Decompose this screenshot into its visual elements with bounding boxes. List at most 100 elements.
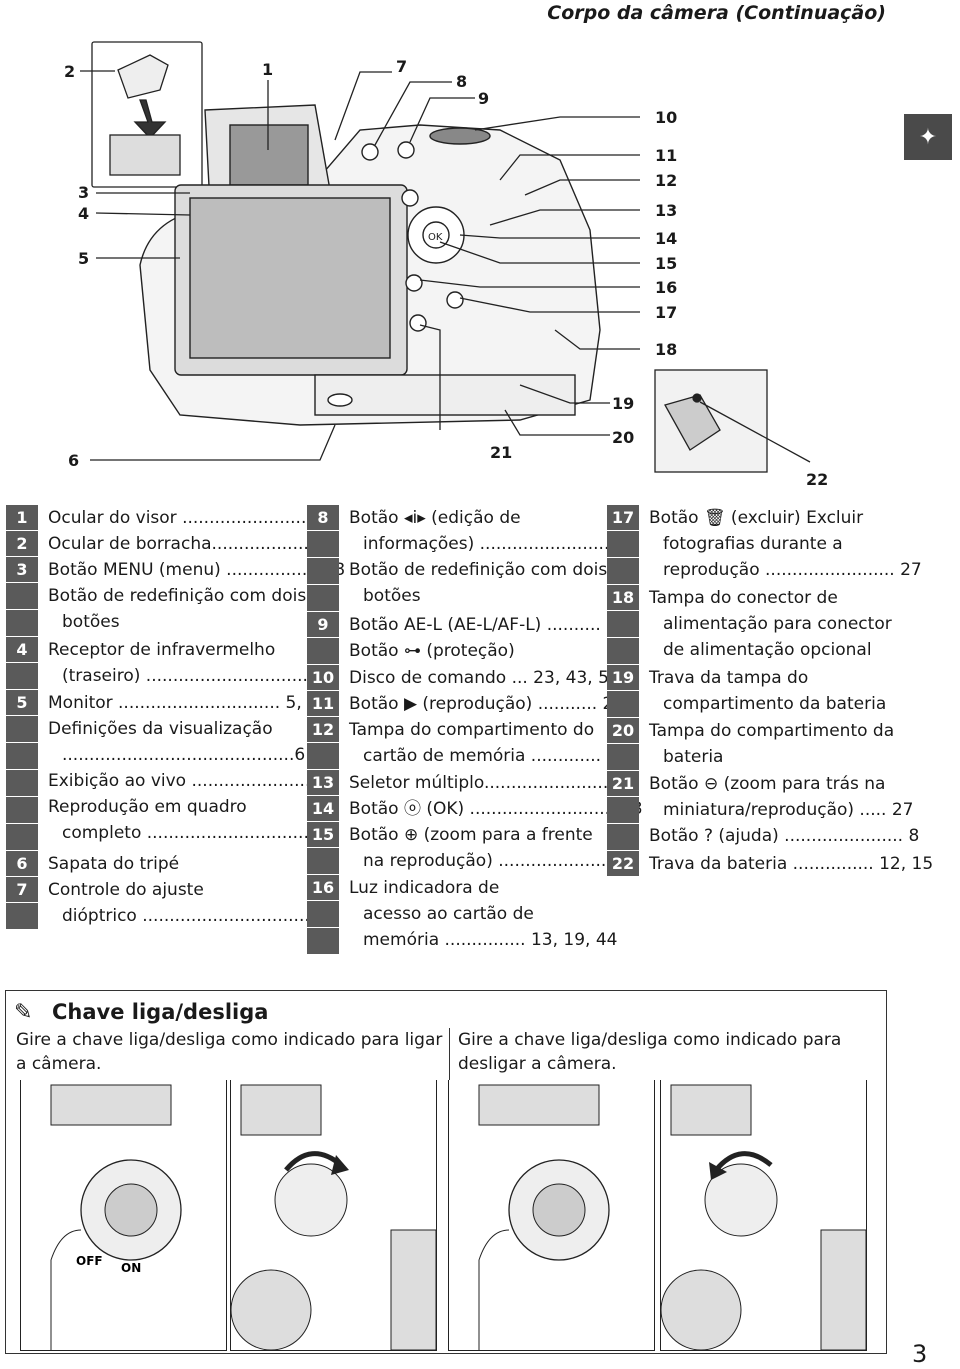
legend-number: 3 <box>6 557 38 583</box>
legend-line: fotografias durante a <box>663 534 843 554</box>
callout-3: 3 <box>78 183 89 202</box>
legend-line: dióptrico ..............................… <box>62 906 337 926</box>
power-switch-off-illustration: OFF ON <box>20 1080 227 1351</box>
legend-number: 8 <box>307 505 339 531</box>
callout-leader-lines <box>80 70 811 463</box>
legend-item: 2 Ocular de borracha..................31 <box>6 531 330 557</box>
legend-number-badge: 10 <box>307 665 339 691</box>
legend-number: 7 <box>6 877 38 903</box>
legend-line: Botão de redefinição com dois <box>349 560 608 580</box>
legend-line: memória ............... 13, 19, 44 <box>363 930 618 950</box>
legend-line: acesso ao cartão de <box>363 904 534 924</box>
legend-line: botões <box>62 612 120 632</box>
legend-line: Controle do ajuste <box>48 880 204 900</box>
callout-9: 9 <box>478 89 489 108</box>
power-switch-off-illustration-2 <box>448 1080 655 1351</box>
legend-line: Botão ? (ajuda) ...................... 8 <box>649 826 920 846</box>
legend-line: Ocular do visor .......................3… <box>48 508 328 528</box>
callout-14: 14 <box>655 229 677 248</box>
legend-line: Luz indicadora de <box>349 878 500 898</box>
callout-numbers: 2 1 7 8 9 3 4 5 6 10 11 12 13 14 15 16 1… <box>64 57 828 489</box>
legend-number-badge: 19 <box>607 665 639 718</box>
legend-column-1: 1 Ocular do visor .......................… <box>6 505 345 930</box>
legend-number-badge: 18 <box>607 585 639 665</box>
legend-number-badge: 1 <box>6 505 38 531</box>
legend-line: Botão 🗑 (excluir) Excluir <box>649 508 864 528</box>
legend-number-badge: 11 <box>307 691 339 717</box>
legend-item: 14 Botão ⓞ (OK) .........................… <box>307 796 642 822</box>
legend-line: Botão de redefinição com dois <box>48 586 307 606</box>
legend-line: Definições da visualização <box>48 719 273 739</box>
camera-body-illustration: OK <box>139 104 601 426</box>
legend-number: 5 <box>6 690 38 716</box>
legend-line: Ocular de borracha..................31 <box>48 534 331 554</box>
legend-number: 14 <box>307 796 339 822</box>
legend-line: miniatura/reprodução) ..... 27 <box>663 800 914 820</box>
legend-line: compartimento da bateria <box>663 694 887 714</box>
legend-line: Disco de comando ... 23, 43, 55 <box>349 668 620 688</box>
callout-12: 12 <box>655 171 677 190</box>
legend-line: (traseiro) .............................… <box>62 666 330 686</box>
svg-text:OK: OK <box>428 232 443 243</box>
legend-line: Trava da bateria ............... 12, 15 <box>649 854 934 874</box>
legend-line: Tampa do compartimento da <box>649 721 895 741</box>
camera-back-diagram: OK <box>64 41 828 489</box>
note-title: Chave liga/desliga <box>52 1000 269 1024</box>
legend-number: 6 <box>6 851 38 877</box>
battery-compartment-inset <box>654 369 768 473</box>
legend-number-badge: 12 <box>307 717 339 770</box>
legend-number: 22 <box>607 851 639 877</box>
legend-item: 10 Disco de comando ... 23, 43, 55 <box>307 665 620 691</box>
legend-number: 2 <box>6 531 38 557</box>
off-label: OFF <box>76 1254 103 1268</box>
legend-number: 16 <box>307 875 339 901</box>
legend-line: Botão ◂i▸ (edição de <box>349 508 521 528</box>
legend-number: 19 <box>607 665 639 691</box>
legend-line: Botão ▶ (reprodução) ........... 26 <box>349 694 625 714</box>
legend-line: Receptor de infravermelho <box>48 640 276 660</box>
legend-line: informações) ...........................… <box>363 534 637 554</box>
callout-2: 2 <box>64 62 75 81</box>
callout-22: 22 <box>806 470 828 489</box>
legend-line: cartão de memória ............. 13 <box>363 746 629 766</box>
legend-item: 16 Luz indicadora de acesso ao cartão de me… <box>307 875 618 955</box>
legend-number-badge: 22 <box>607 851 639 877</box>
callout-6: 6 <box>68 451 79 470</box>
legend-number: 11 <box>307 691 339 717</box>
legend-number: 17 <box>607 505 639 531</box>
legend-number-badge: 2 <box>6 531 38 557</box>
pencil-note-icon: ✎ <box>14 1000 33 1025</box>
legend-item: 1 Ocular do visor .......................… <box>6 505 328 531</box>
legend-number: 10 <box>307 665 339 691</box>
legend-number: 15 <box>307 822 339 848</box>
legend-number: 12 <box>307 717 339 743</box>
legend-item: 8 Botão ◂i▸ (edição de informações) ......… <box>307 505 636 612</box>
legend-item: 4 Receptor de infravermelho (traseiro) ...… <box>6 637 330 690</box>
callout-16: 16 <box>655 278 677 297</box>
legend-number-badge: 13 <box>307 770 339 796</box>
legend-number-badge: 9 <box>307 612 339 665</box>
power-switch-turn-off-illustration <box>660 1080 867 1351</box>
legend-line: na reprodução) ..................... 27 <box>363 851 639 871</box>
legend-line: botões <box>363 586 421 606</box>
legend-number: 1 <box>6 505 38 531</box>
legend-line: reprodução ........................ 27 <box>663 560 922 580</box>
legend-line: Botão ⓞ (OK) ...........................… <box>349 799 643 819</box>
callout-10: 10 <box>655 108 677 127</box>
callout-7: 7 <box>396 57 407 76</box>
legend-item: 17 Botão 🗑 (excluir) Excluir fotografias d… <box>607 505 922 585</box>
eyecup-inset-illustration <box>91 41 203 188</box>
legend-line: Seletor múltiplo........................… <box>349 773 636 793</box>
callout-5: 5 <box>78 249 89 268</box>
callout-21: 21 <box>490 443 512 462</box>
callout-11: 11 <box>655 146 677 165</box>
legend-column-3: 17 Botão 🗑 (excluir) Excluir fotografias d… <box>607 505 933 877</box>
legend-number: 18 <box>607 585 639 611</box>
legend-item: 7 Controle do ajuste dióptrico ...........… <box>6 877 337 930</box>
legend-number: 4 <box>6 637 38 663</box>
